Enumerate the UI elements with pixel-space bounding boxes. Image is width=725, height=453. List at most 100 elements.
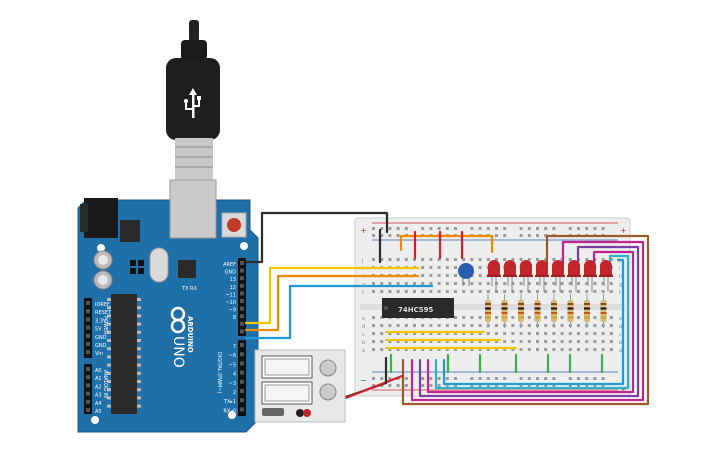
- svg-text:e: e: [619, 316, 622, 322]
- wire-pin9-orange[interactable]: [244, 274, 420, 332]
- resistor[interactable]: [501, 294, 508, 328]
- pin-label: ~3: [229, 381, 236, 387]
- power-switch[interactable]: [262, 408, 284, 416]
- shift-register-body: [382, 298, 454, 318]
- usb-cable-strain-relief: [181, 40, 207, 60]
- current-knob[interactable]: [319, 383, 337, 401]
- usb-cable-wire: [189, 20, 199, 42]
- usb-cable: [166, 20, 220, 182]
- svg-text:f: f: [619, 290, 621, 296]
- mcu-pins: [107, 298, 141, 408]
- svg-text:d: d: [619, 324, 622, 330]
- wire-purple-loop[interactable]: [418, 245, 640, 398]
- led-array: [487, 260, 613, 292]
- wire-brown-loop[interactable]: [401, 234, 650, 406]
- ceramic-capacitor[interactable]: [458, 263, 474, 286]
- mount-hole: [91, 416, 99, 424]
- resistor-array: [485, 294, 607, 328]
- led[interactable]: [503, 260, 517, 292]
- reset-button-cap[interactable]: [227, 218, 241, 232]
- led[interactable]: [487, 260, 501, 292]
- rail-plus-label: +: [620, 385, 627, 394]
- pin-label: 7: [233, 344, 236, 350]
- breadboard-center-channel: [360, 304, 625, 310]
- wire-blue-loop[interactable]: [442, 258, 625, 386]
- pin-label: ~6: [229, 353, 236, 359]
- svg-text:a: a: [619, 348, 622, 354]
- led[interactable]: [583, 260, 597, 292]
- positive-terminal[interactable]: [303, 409, 311, 417]
- arduino-uno-board[interactable]: TX RX ARDUINO UNO IOREFRESET3.3V5VGNDGND…: [77, 179, 259, 433]
- pin-label: GND: [95, 343, 107, 349]
- pin-label: A2: [95, 384, 102, 390]
- wire-teal-loop[interactable]: [434, 254, 630, 390]
- pin-label: Vin: [95, 351, 103, 357]
- icsp-header: [130, 260, 144, 274]
- resistor[interactable]: [584, 294, 590, 328]
- arduino-brand-text: ARDUINO: [186, 316, 194, 353]
- pin-label: AREF: [223, 262, 236, 268]
- led[interactable]: [599, 260, 613, 292]
- pin-label: 12: [230, 285, 236, 291]
- pin-label: 13: [230, 277, 236, 283]
- wire-gnd[interactable]: [244, 211, 389, 264]
- wire-pin10-yellow[interactable]: [244, 266, 420, 325]
- shift-register-chip[interactable]: 74HC595: [382, 298, 454, 318]
- rx-led-label: RX: [190, 286, 197, 292]
- power-jack: [84, 198, 118, 238]
- pin-label: ~5: [229, 362, 236, 368]
- wire-pin8-blue[interactable]: [244, 284, 434, 340]
- tx-led-label: TX: [181, 286, 189, 292]
- capacitor-body: [458, 263, 474, 279]
- svg-text:c: c: [619, 332, 622, 338]
- wire-magenta-loop[interactable]: [426, 250, 635, 394]
- pin-label: A4: [95, 401, 102, 407]
- resistor[interactable]: [567, 294, 574, 328]
- pin-label: GND: [95, 335, 107, 341]
- svg-text:e: e: [362, 316, 365, 322]
- resistor[interactable]: [534, 294, 541, 328]
- pin-label: A3: [95, 393, 102, 399]
- pin-label: 3.3V: [95, 318, 107, 324]
- voltage-regulator: [120, 220, 140, 242]
- power-section-label: POWER: [102, 316, 108, 335]
- led[interactable]: [519, 260, 533, 292]
- resistor[interactable]: [518, 294, 524, 328]
- wires: [244, 211, 650, 415]
- mount-hole: [240, 242, 248, 250]
- led[interactable]: [551, 260, 565, 292]
- rail-plus-label: +: [360, 226, 367, 235]
- svg-text:h: h: [619, 274, 622, 280]
- atmega-chip: [111, 294, 137, 414]
- mount-hole: [97, 244, 105, 252]
- wire-orange-jumper[interactable]: [399, 234, 494, 254]
- arduino-model-text: UNO: [170, 336, 186, 368]
- voltage-knob[interactable]: [319, 359, 337, 377]
- led[interactable]: [535, 260, 549, 292]
- digital-header-upper: [238, 258, 246, 336]
- resistor[interactable]: [551, 294, 557, 328]
- rail-minus-label: −: [360, 376, 367, 385]
- analog-header: [84, 364, 92, 414]
- pin-label: ~9: [229, 308, 236, 314]
- wire-magenta-loop[interactable]: [410, 240, 645, 402]
- pin-label: A5: [95, 409, 102, 415]
- green-jumpers: [389, 353, 604, 374]
- led[interactable]: [567, 260, 581, 292]
- pin-label: 4: [233, 372, 236, 378]
- pin-label: 8: [233, 315, 236, 321]
- negative-terminal[interactable]: [296, 409, 304, 417]
- digital-section-label: DIGITAL (PWM~): [216, 352, 222, 394]
- pin-label: 5V: [95, 327, 102, 333]
- pin-label: IOREF: [95, 302, 110, 308]
- resistor[interactable]: [485, 294, 491, 328]
- svg-text:f: f: [362, 290, 364, 296]
- pin-label: ~10: [225, 300, 236, 306]
- resistor[interactable]: [600, 294, 607, 328]
- pin-label: A1: [95, 376, 102, 382]
- pin-label: ~11: [225, 292, 236, 298]
- svg-text:j: j: [361, 258, 363, 264]
- dc-power-supply[interactable]: [254, 349, 346, 423]
